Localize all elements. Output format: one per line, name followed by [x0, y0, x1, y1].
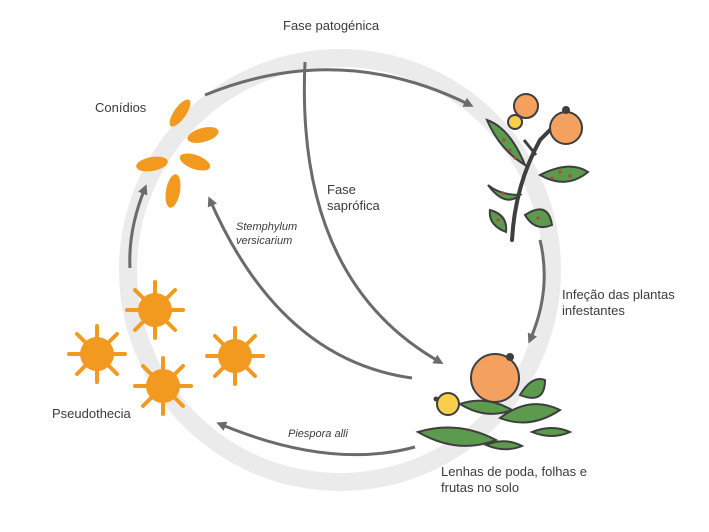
conidia-spores-icon [136, 99, 219, 208]
saprophytic-phase-label: Fase saprófica [327, 182, 380, 213]
infection-label: Infeção das plantas infestantes [562, 287, 675, 318]
cycle-ring [119, 49, 561, 491]
pseudothecia-cluster-icon [67, 280, 265, 416]
pseudothecia-label: Pseudothecia [52, 406, 131, 421]
arrow-left [128, 184, 148, 269]
arrow-stemphylium [207, 196, 413, 380]
arrow-right [527, 239, 546, 344]
pleospora-label: Piespora alli [288, 428, 348, 440]
arrow-bottom [216, 421, 416, 457]
conidia-label: Conídios [95, 100, 147, 115]
pathogenic-phase-label: Fase patogénica [283, 18, 380, 33]
infected-plant-branch-icon [485, 93, 590, 242]
stemphylium-label: Stemphylum versicarium [236, 221, 298, 247]
arrow-top [204, 68, 474, 107]
fallen-fruit-and-leaves-icon [415, 353, 573, 451]
residues-label: Lenhas de poda, folhas e frutas no solo [441, 464, 588, 495]
arrow-saprophytic [302, 61, 444, 364]
